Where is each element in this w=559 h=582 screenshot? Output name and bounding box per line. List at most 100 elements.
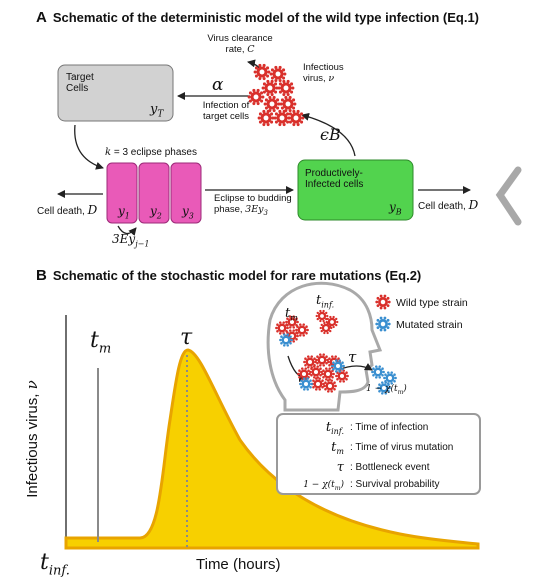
virus-icon	[257, 109, 275, 127]
virus-icon	[279, 333, 293, 347]
budding-sub: 3	[263, 208, 268, 217]
three-ey-main: 3Ey	[112, 232, 136, 246]
virus-icon	[269, 65, 287, 83]
x-axis-label: Time (hours)	[196, 556, 281, 573]
def-sym: τ	[284, 460, 344, 477]
head-t-m-label: tm	[285, 306, 298, 323]
eclipse-box-2	[138, 162, 170, 224]
virus-icon	[297, 367, 311, 381]
virus-icon	[315, 309, 329, 323]
target-var-main: y	[150, 102, 158, 117]
y-axis-label-text: Infectious virus,	[24, 389, 41, 498]
eclipse-var-3-main: y	[182, 204, 189, 218]
legend-wild-type-label: Wild type strain	[396, 297, 468, 309]
arrow-productive-to-virus	[301, 112, 356, 157]
productive-cells-box	[297, 159, 414, 221]
arrow-target-to-eclipse	[74, 124, 104, 170]
def-sym-sub: inf.	[331, 427, 344, 436]
def-text: : Time of infection	[350, 422, 429, 433]
clearance-var: C	[247, 44, 255, 55]
productive-line2: Infected cells	[305, 179, 364, 190]
head-t-inf-main: t	[316, 293, 322, 308]
panel-a-letter: A	[36, 9, 47, 26]
virus-icon	[295, 323, 309, 337]
t-inf-sub: inf.	[48, 563, 70, 579]
virus-icon	[279, 95, 297, 113]
y-axis-label-var: ν	[23, 380, 41, 390]
eclipse-text: = 3 eclipse phases	[111, 147, 197, 158]
eclipse-var-2: y2	[150, 204, 162, 220]
head-t-m-main: t	[285, 306, 291, 321]
infection-of-target-label: Infection of target cells	[186, 100, 266, 122]
virus-icon	[263, 95, 281, 113]
virus-icon	[323, 379, 337, 393]
virus-icon	[377, 381, 391, 395]
panel-b-title-text: Schematic of the stochastic model for ra…	[52, 268, 422, 283]
def-sym-main: t	[331, 440, 337, 455]
head-silhouette	[266, 281, 383, 412]
productive-var-main: y	[389, 200, 396, 214]
def-text: : Survival probability	[350, 479, 440, 490]
target-var-sub: T	[157, 109, 164, 120]
chevron-icon	[495, 166, 522, 226]
def-sym-tail: )	[340, 480, 344, 490]
clearance-line1: Virus clearance	[207, 33, 273, 44]
target-cells-label: Target Cells	[66, 72, 94, 94]
infectious-var: ν	[328, 73, 335, 84]
virus-icon	[331, 359, 345, 373]
infectious-line1: Infectious	[303, 62, 344, 73]
virus-icon	[371, 365, 385, 379]
def-text: : Bottleneck event	[350, 462, 430, 473]
infectious-line2: virus,	[303, 73, 329, 84]
def-text: : Time of virus mutation	[350, 442, 454, 453]
panel-a-title: A Schematic of the deterministic model of…	[36, 9, 479, 26]
virus-icon	[319, 321, 333, 335]
panel-a-title-text: Schematic of the deterministic model of …	[52, 10, 480, 25]
virus-icon	[261, 79, 279, 97]
head-t-inf-sub: inf.	[321, 300, 335, 310]
legend-mutated: Mutated strain	[396, 319, 463, 331]
budding-var: 3Ey	[245, 204, 264, 215]
virus-icon	[287, 109, 305, 127]
def-sym: 1 − χ(tm)	[284, 477, 344, 497]
three-ey-sub: j−1	[135, 239, 150, 249]
eclipse-to-budding-label: Eclipse to budding phase, 3Ey3	[214, 193, 292, 219]
eclipse-box-3	[170, 162, 202, 224]
head-survival-end: )	[403, 384, 407, 394]
productive-var-sub: B	[395, 207, 402, 217]
eclipse-var-2-main: y	[150, 204, 157, 218]
cell-death-right-var: D	[468, 198, 479, 212]
productive-cells-label: Productively- Infected cells	[305, 168, 363, 190]
def-sym-sub: m	[336, 447, 344, 456]
eclipse-var-1: y1	[118, 204, 130, 220]
three-ey-label: 3Eyj−1	[112, 232, 149, 248]
budding-line1: Eclipse to budding	[214, 193, 292, 204]
eclipse-var-3-sub: 3	[188, 211, 194, 221]
head-t-m-sub: m	[290, 313, 298, 323]
infection-line1: Infection of	[202, 100, 250, 111]
def-sym-main: 1 − χ(t	[303, 480, 335, 490]
definition-row: tm : Time of virus mutation	[284, 440, 474, 460]
cell-death-right-label: Cell death, D	[418, 198, 478, 212]
productive-line1: Productively-	[305, 168, 363, 179]
definitions-list: t inf. : Time of infection tm : Time of v…	[284, 420, 474, 497]
eclipse-var-2-sub: 2	[156, 211, 162, 221]
cell-death-left-label: Cell death, D	[37, 203, 97, 217]
head-t-inf-label: tinf.	[316, 293, 334, 310]
infectious-virus-label: Infectious virus, ν	[303, 62, 344, 84]
mutated-legend-icon	[375, 316, 391, 332]
clearance-line2: rate,	[225, 44, 248, 55]
virus-icon	[247, 88, 265, 106]
productive-var: yB	[389, 200, 402, 216]
virus-clearance-label: Virus clearance rate, C	[200, 33, 280, 55]
t-inf-main: t	[40, 550, 49, 575]
t-m-sub: m	[98, 341, 112, 357]
wild-type-legend-icon	[375, 294, 391, 310]
virus-icon	[309, 365, 323, 379]
arrow-eclipse-loop	[117, 225, 137, 236]
virus-icon	[311, 377, 325, 391]
infection-line2: target cells	[203, 111, 249, 122]
t-m-main: t	[90, 328, 99, 353]
